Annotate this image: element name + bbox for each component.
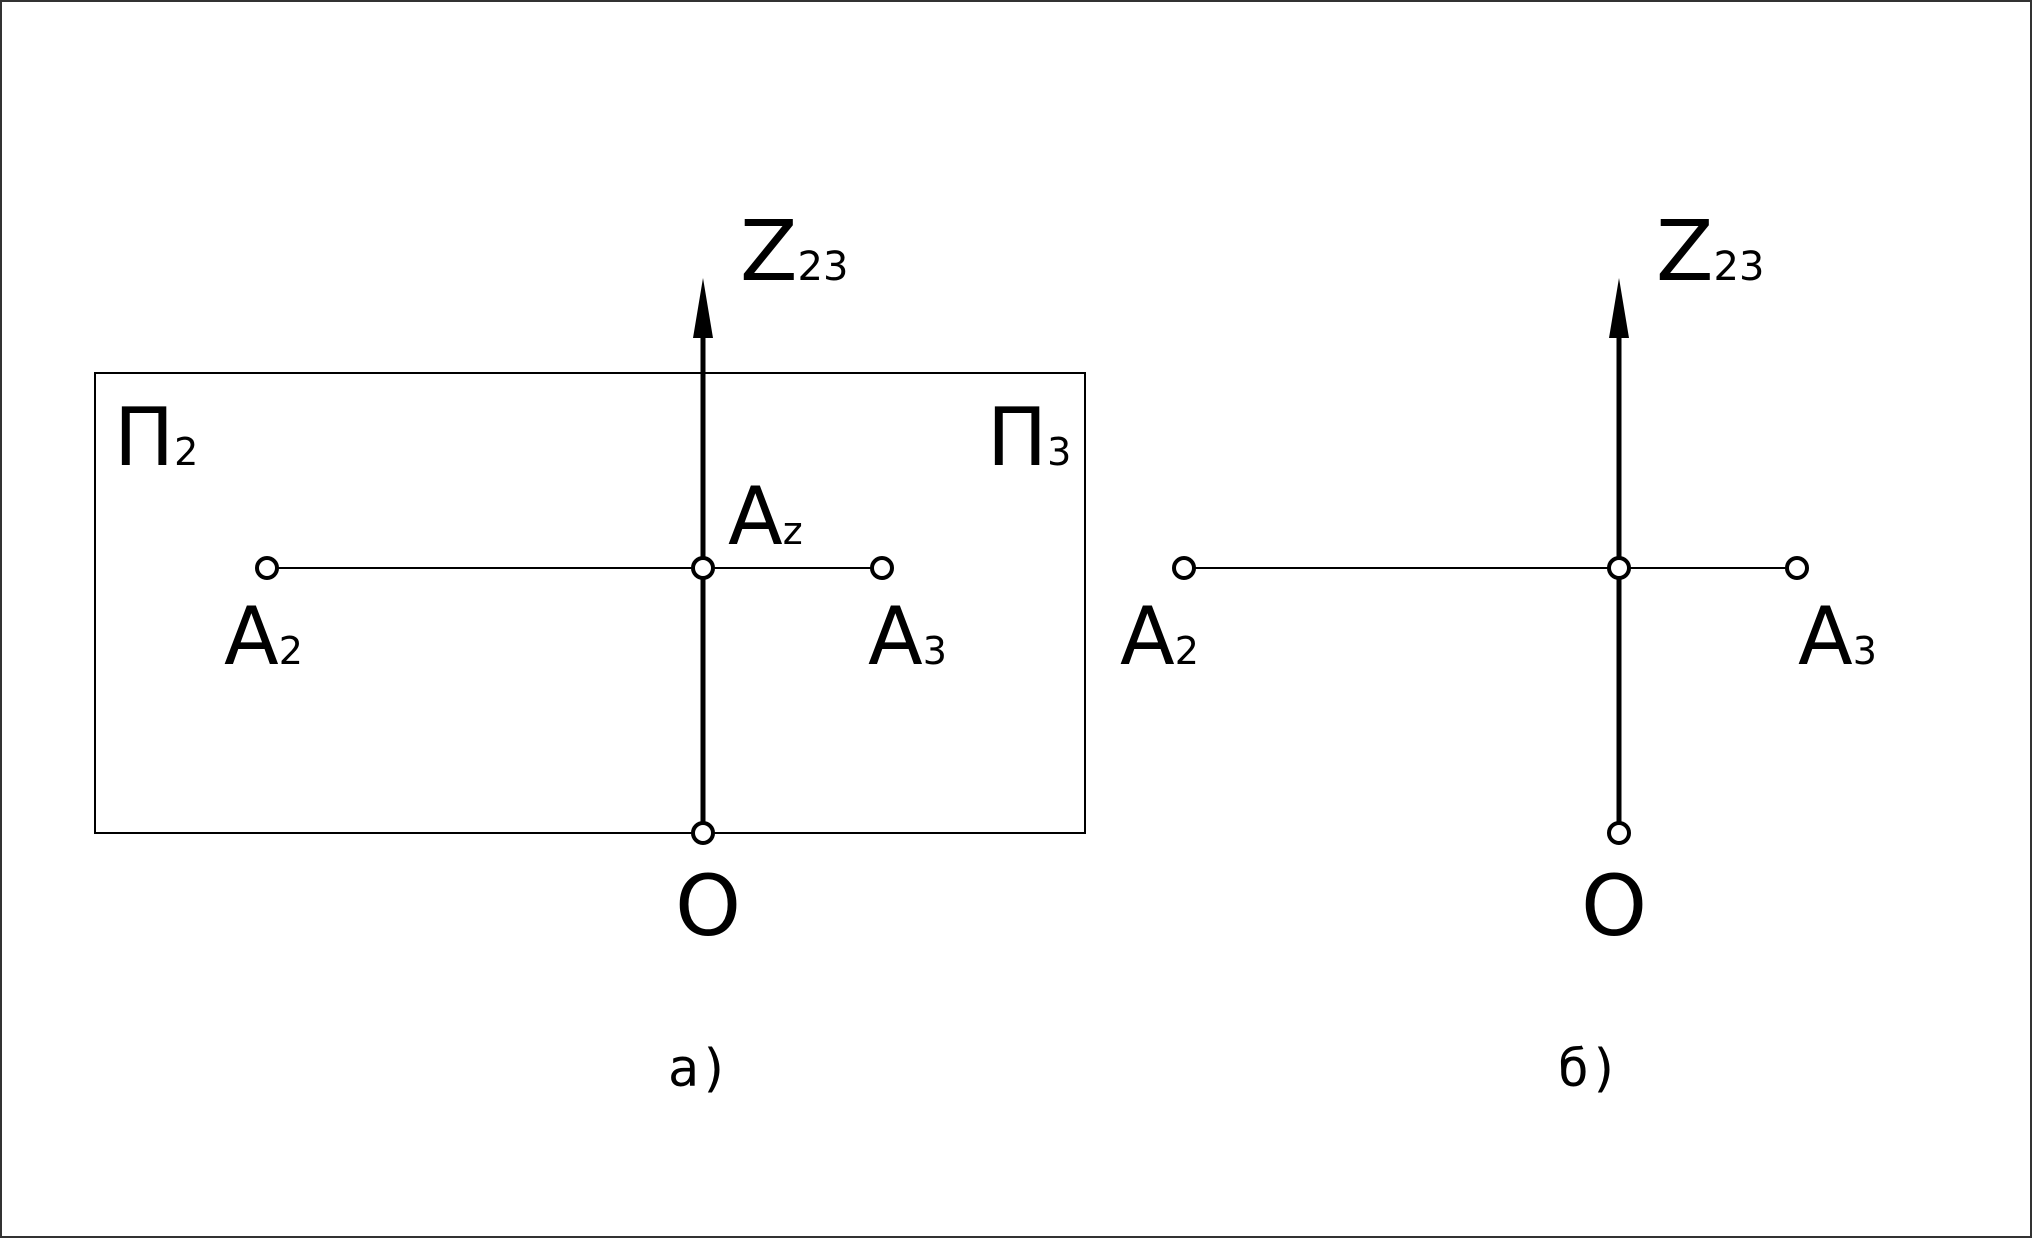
plane-label-right: Π3 bbox=[987, 391, 1071, 484]
panel-b: Z23 A2 A3 O б) bbox=[1120, 202, 1877, 1099]
point-axis-marker-b bbox=[1607, 556, 1631, 580]
point-label-a3: A3 bbox=[868, 590, 947, 683]
plane-label-left: Π2 bbox=[114, 391, 198, 484]
point-a2-marker bbox=[255, 556, 279, 580]
point-label-a2-b: A2 bbox=[1120, 590, 1199, 683]
projection-planes-frame bbox=[94, 372, 1086, 834]
caption-a: а) bbox=[668, 1039, 731, 1099]
origin-marker-b bbox=[1607, 821, 1631, 845]
axis-label-a: Z23 bbox=[740, 202, 848, 300]
point-a2-marker-b bbox=[1172, 556, 1196, 580]
axis-label-b: Z23 bbox=[1656, 202, 1764, 300]
axis-arrowhead-a bbox=[693, 278, 713, 338]
origin-marker-a bbox=[691, 821, 715, 845]
point-a3-marker-b bbox=[1785, 556, 1809, 580]
origin-label-b: O bbox=[1581, 857, 1647, 955]
axis-arrowhead-b bbox=[1609, 278, 1629, 338]
point-az-marker bbox=[691, 556, 715, 580]
point-label-a3-b: A3 bbox=[1798, 590, 1877, 683]
point-label-a2: A2 bbox=[224, 590, 303, 683]
panel-a: Z23 Π2 Π3 Az A2 A3 O а) bbox=[94, 202, 1086, 1099]
point-a3-marker bbox=[870, 556, 894, 580]
origin-label-a: O bbox=[675, 857, 741, 955]
caption-b: б) bbox=[1558, 1039, 1621, 1099]
point-label-az: Az bbox=[728, 470, 803, 563]
